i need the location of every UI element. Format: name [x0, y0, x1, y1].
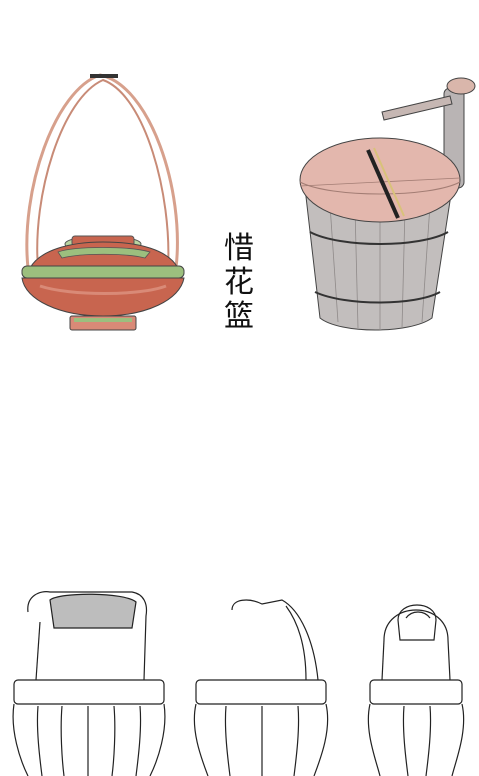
flower-basket-color — [21, 73, 185, 331]
page-title: 惜花篮 — [224, 231, 254, 334]
basket-line-back — [367, 604, 465, 776]
wooden-bucket-color — [299, 77, 476, 331]
basket-line-side — [193, 599, 329, 776]
basket-line-front — [12, 591, 166, 776]
